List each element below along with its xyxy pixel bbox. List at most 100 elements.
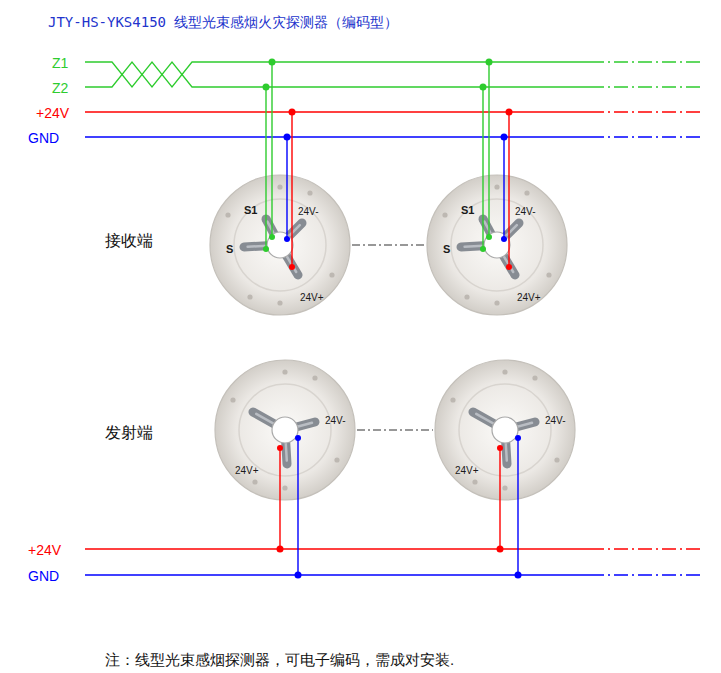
mount-hole [532, 375, 537, 380]
base-disc [210, 175, 350, 315]
wire [297, 438, 298, 575]
mount-hole [524, 190, 529, 195]
wire [279, 448, 280, 549]
wire [265, 87, 266, 249]
terminal-label: S1 [244, 204, 257, 216]
mount-hole [502, 485, 507, 490]
bus-line [85, 136, 590, 137]
mount-hole [450, 397, 455, 402]
detector-base: S1 24V- S 24V+ [208, 173, 352, 317]
mount-hole [277, 184, 282, 189]
mount-hole [282, 369, 287, 374]
terminal-label: S1 [461, 204, 474, 216]
terminal-label: 24V- [515, 206, 536, 217]
bus-line [85, 111, 590, 112]
mount-hole [252, 479, 257, 484]
section-label: 发射端 [105, 424, 153, 442]
center-hole [484, 232, 510, 258]
mount-hole [230, 397, 235, 402]
wire [291, 112, 292, 267]
base-disc [427, 175, 567, 315]
mount-hole [546, 272, 551, 277]
base-ring [234, 199, 326, 291]
mount-hole [329, 272, 334, 277]
mount-hole [554, 457, 559, 462]
terminal-label: 24V+ [235, 465, 259, 476]
bus-label: GND [28, 569, 59, 584]
detector-base: S124V-S24V+ [425, 173, 569, 317]
terminal-dot [515, 435, 521, 441]
wire [517, 438, 518, 575]
bus-line [85, 574, 590, 575]
junction-dot [497, 546, 504, 553]
terminal-dot [486, 234, 492, 240]
wire [508, 112, 509, 267]
junction-dot [515, 572, 522, 579]
terminal-dot [263, 246, 269, 252]
bus-line-continuation [590, 136, 700, 137]
terminal-label: S [443, 243, 450, 255]
junction-dot [506, 109, 513, 116]
bus-line-continuation [590, 61, 700, 62]
twisted-pair-line [85, 62, 590, 87]
mount-hole [312, 375, 317, 380]
junction-dot [284, 134, 291, 141]
terminal-label: 24V+ [300, 292, 324, 303]
junction-dot [486, 59, 493, 66]
mount-hole [277, 300, 282, 305]
section-label: 接收端 [105, 232, 153, 250]
terminal-label: 24V+ [455, 465, 479, 476]
detector-base: 24V- 24V+ [213, 358, 357, 502]
terminal-label: 24V- [545, 415, 566, 426]
wire [488, 62, 489, 237]
base-disc [215, 360, 355, 500]
mount-hole [442, 212, 447, 217]
junction-dot [269, 59, 276, 66]
base-ring [239, 384, 331, 476]
wire [286, 137, 287, 239]
terminal-label: 24V- [298, 206, 319, 217]
bus-label: +24V [28, 543, 61, 558]
terminal-dot [480, 246, 486, 252]
terminal-dot [289, 264, 295, 270]
wire [482, 87, 483, 249]
terminal-dot [269, 234, 275, 240]
junction-dot [277, 546, 284, 553]
mount-hole [225, 212, 230, 217]
terminal-dot [501, 236, 507, 242]
bus-line-continuation [590, 548, 700, 549]
bus-line [85, 548, 590, 549]
terminal-label: S [226, 243, 233, 255]
pair-continuation-line [357, 429, 433, 430]
terminal-dot [295, 435, 301, 441]
base-ring [451, 199, 543, 291]
center-hole [267, 232, 293, 258]
detector-base-outline [213, 358, 357, 502]
wire [499, 448, 500, 549]
bus-line-continuation [590, 574, 700, 575]
mount-hole [494, 300, 499, 305]
terminal-label: 24V- [325, 415, 346, 426]
base-disc [435, 360, 575, 500]
mount-hole [334, 457, 339, 462]
detector-base: 24V- 24V+ [433, 358, 577, 502]
terminal-dot [284, 236, 290, 242]
center-hole [272, 417, 298, 443]
junction-dot [289, 109, 296, 116]
junction-dot [295, 572, 302, 579]
mount-hole [502, 369, 507, 374]
terminal-dot [277, 445, 283, 451]
junction-dot [501, 134, 508, 141]
mount-hole [472, 479, 477, 484]
bus-label: Z1 [52, 56, 68, 71]
mount-hole [282, 485, 287, 490]
mount-hole [494, 184, 499, 189]
note: 注：线型光束感烟探测器，可电子编码，需成对安装. [105, 652, 454, 669]
mount-hole [464, 294, 469, 299]
terminal-dot [506, 264, 512, 270]
junction-dot [263, 84, 270, 91]
wire [271, 62, 272, 237]
